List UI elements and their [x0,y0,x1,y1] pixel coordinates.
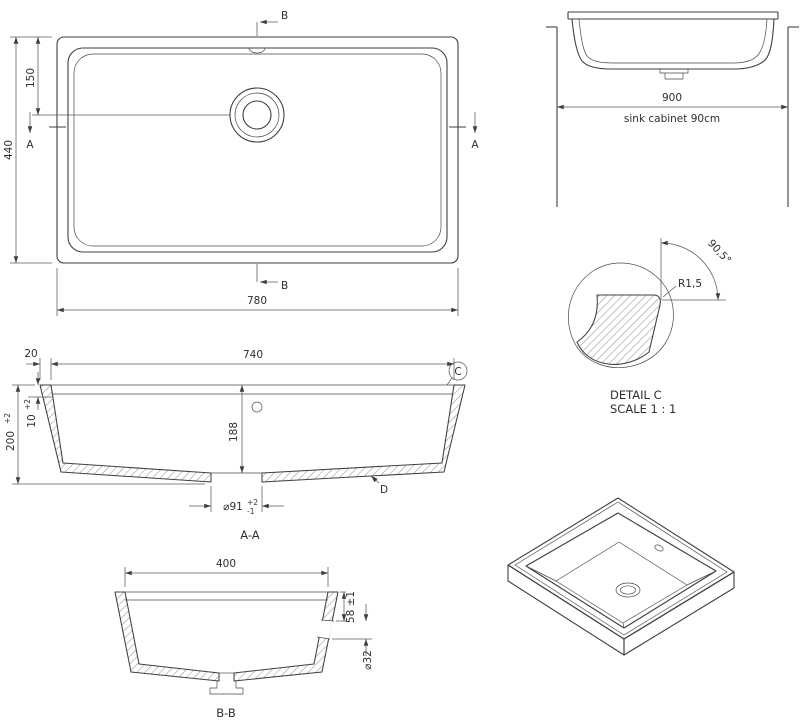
dim-780-label: 780 [247,295,267,307]
overflow-notch [248,47,266,54]
top-view: 440 150 780 B B A [3,10,479,316]
dim-58: 58 ±1 [336,591,357,623]
section-aa-view: 740 20 200 +2 10 +2 188 [3,348,468,542]
rim-corner-section [576,294,661,365]
section-marker-b-top: B [256,10,288,36]
dim-200-label: 200 [5,431,17,451]
dim-91-tol-minus: -1 [247,507,255,516]
section-marker-b-bottom: B [256,264,288,292]
sink-rim-inner-edge [67,47,448,253]
section-a-label-right: A [471,139,479,151]
dim-10-tol: +2 [23,399,32,410]
iso-bowl-bottom [555,541,688,624]
dim-200-tol: +2 [3,413,12,424]
sink-outer-edge [56,36,459,264]
dim-20-label: 20 [24,348,37,360]
drain-fitting [659,69,689,80]
label-d-text: D [380,484,388,496]
section-b-label-bottom: B [281,280,288,292]
balloon-c: C [446,361,468,386]
cabinet-outline [546,26,799,207]
aa-right-wall [261,384,466,483]
dim-780: 780 [56,268,459,316]
dim-400-label: 400 [216,558,236,570]
dim-91-tol-plus: +2 [247,498,258,507]
iso-overflow [654,544,664,552]
isometric-view [507,497,735,656]
dim-200: 200 +2 [3,384,205,485]
bb-drain-stub [209,681,244,695]
radius-label: R1,5 [678,278,702,290]
drain-top-view [229,87,285,143]
dim-188-label: 188 [228,422,240,442]
dim-32: ⌀32 [332,604,374,670]
dim-900: 900 sink cabinet 90cm [557,92,788,125]
dim-740: 740 [50,349,455,380]
dim-angle: 90,5° [660,237,733,301]
dim-drain-91: ⌀91 +2 -1 [189,486,284,516]
dim-440-label: 440 [3,140,15,160]
section-marker-a-left: A [26,112,66,151]
dim-radius: R1,5 [662,278,702,298]
sink-profile [567,11,779,80]
iso-drain [615,582,641,598]
cabinet-note: sink cabinet 90cm [624,113,720,125]
iso-body-left [507,564,625,656]
dim-740-label: 740 [243,349,263,361]
bowl-bottom-edge [73,53,442,247]
dim-400: 400 [124,558,329,587]
aa-left-wall [39,384,212,483]
caption-aa: A-A [240,528,260,542]
detail-c-scale: SCALE 1 : 1 [610,402,676,416]
dim-58-label: 58 ±1 [345,591,357,623]
section-marker-a-right: A [449,112,479,151]
detail-c-title: DETAIL C [610,388,662,402]
dim-150-label: 150 [25,68,37,88]
dim-440: 440 [3,36,52,264]
balloon-c-label: C [454,366,461,378]
section-bb-view: 400 58 ±1 ⌀32 B-B [114,558,374,720]
detail-c-view: 90,5° R1,5 DETAIL C SCALE 1 : 1 [568,237,733,416]
overflow-hole-cut [318,620,333,639]
dim-188: 188 [228,385,245,473]
section-a-label-left: A [26,139,34,151]
iso-body-right [623,571,735,656]
dim-900-label: 900 [662,92,682,104]
dim-10: 10 +2 [23,372,52,428]
bb-left-wall [114,591,220,682]
overflow-hole-aa [251,401,263,413]
dim-150: 150 [25,37,230,116]
dim-32-label: ⌀32 [362,650,374,670]
iso-rim-inner [514,501,728,636]
section-b-label-top: B [281,10,288,22]
dim-20: 20 [24,348,41,380]
dim-91-label: ⌀91 [223,501,243,513]
iso-rim-outer [507,497,735,640]
caption-bb: B-B [216,706,236,720]
front-view: 900 sink cabinet 90cm [546,11,799,207]
label-d: D [370,475,388,496]
angle-label: 90,5° [705,237,733,266]
dim-10-label: 10 [26,414,38,427]
